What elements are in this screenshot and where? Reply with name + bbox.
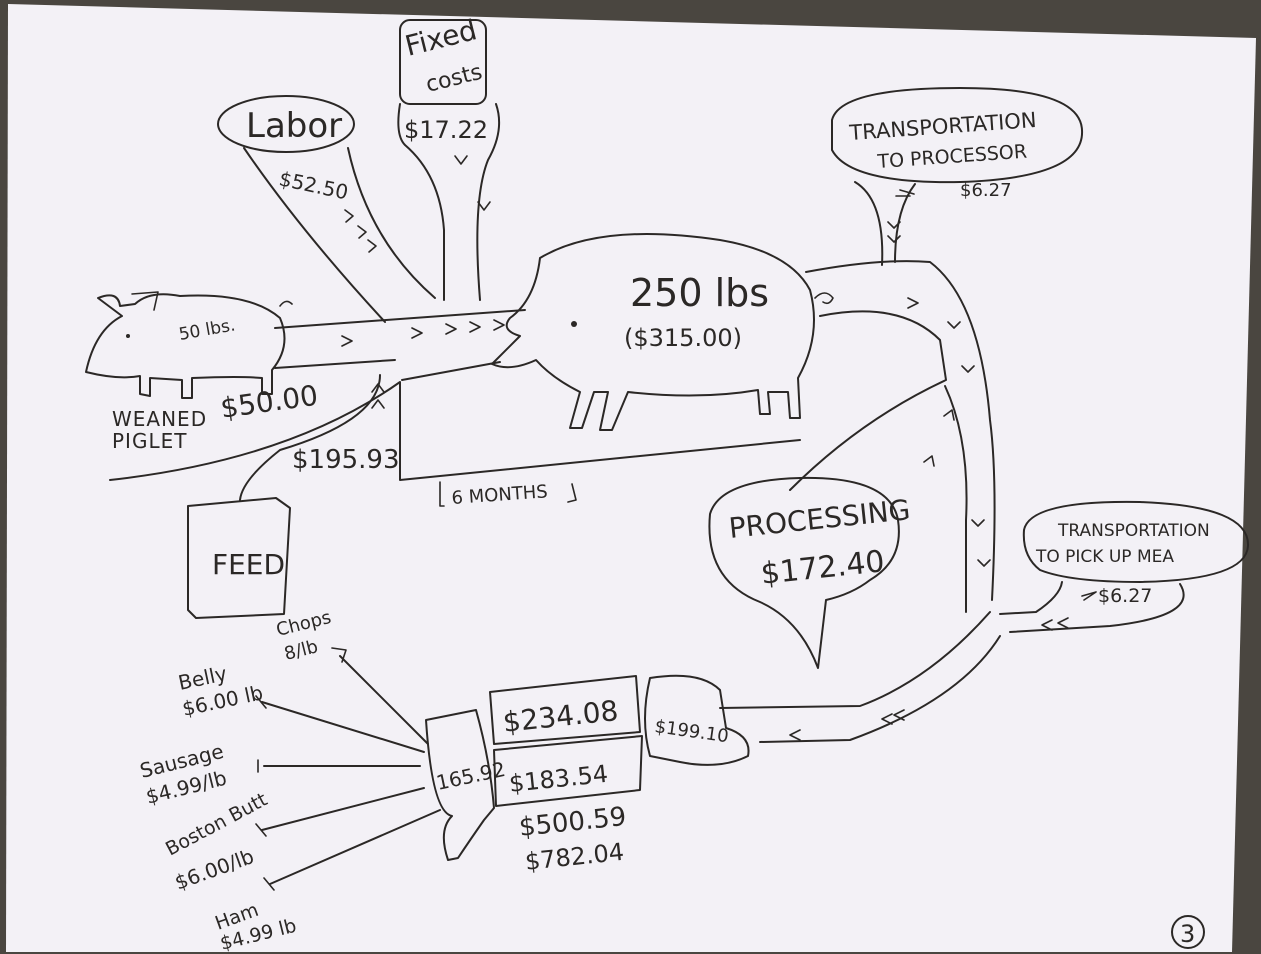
transport-processor-bubble	[831, 87, 1084, 184]
duration-brackets	[439, 481, 577, 507]
transport-processor-cost: $6.27	[960, 180, 1012, 201]
processing-loop	[789, 260, 996, 613]
fixed-costs-cost: $17.22	[404, 116, 488, 144]
cut-arrowheads	[255, 647, 347, 891]
fixed-costs-box	[399, 19, 487, 105]
page-number: 3	[1180, 920, 1195, 948]
return-flow-arrows	[789, 709, 905, 741]
transport-processor-arrows	[887, 221, 901, 243]
processing-return-arrows	[971, 519, 991, 567]
return-flow	[719, 611, 1001, 743]
pig-value: ($315.00)	[624, 324, 742, 352]
output-box-left	[425, 709, 495, 861]
transport-pickup-label-2: TO PICK UP MEA	[1035, 547, 1174, 567]
feed-cost: $195.93	[292, 445, 400, 475]
transport-pickup-bubble	[1022, 500, 1250, 583]
fixed-costs-arrows	[454, 155, 491, 211]
transport-processor-strikethrough	[895, 189, 915, 197]
feed-label: FEED	[212, 548, 285, 581]
pig-drawing	[491, 233, 834, 431]
processing-bubble	[708, 476, 900, 669]
main-flow-arrows	[341, 319, 505, 347]
transport-pickup-arrows	[1041, 617, 1069, 631]
pig-weight: 250 lbs	[630, 271, 769, 315]
feed-bag	[187, 497, 291, 619]
cut-arrows	[261, 655, 441, 885]
labor-flow	[243, 147, 436, 323]
labor-arrows	[344, 209, 377, 253]
transport-pickup-label-1: TRANSPORTATION	[1057, 521, 1210, 541]
transport-pickup-strikethrough	[1081, 591, 1097, 601]
main-flow-band	[109, 309, 801, 481]
labor-label: Labor	[246, 106, 342, 146]
fixed-costs-flow	[397, 103, 501, 301]
output-box-stack	[489, 675, 643, 807]
transport-pickup-flow	[999, 581, 1185, 633]
labor-bubble	[217, 95, 355, 153]
page-number-circle	[1171, 915, 1205, 949]
paper-sheet	[6, 4, 1256, 952]
piglet-label-1: WEANED	[112, 407, 207, 431]
piglet-drawing	[85, 291, 293, 399]
processing-loop-arrows	[907, 297, 975, 467]
feed-flow	[239, 374, 381, 501]
output-box-right	[644, 674, 750, 766]
transport-processor-flow	[854, 181, 916, 266]
transport-pickup-cost: $6.27	[1098, 585, 1152, 607]
piglet-label-2: PIGLET	[112, 429, 187, 453]
